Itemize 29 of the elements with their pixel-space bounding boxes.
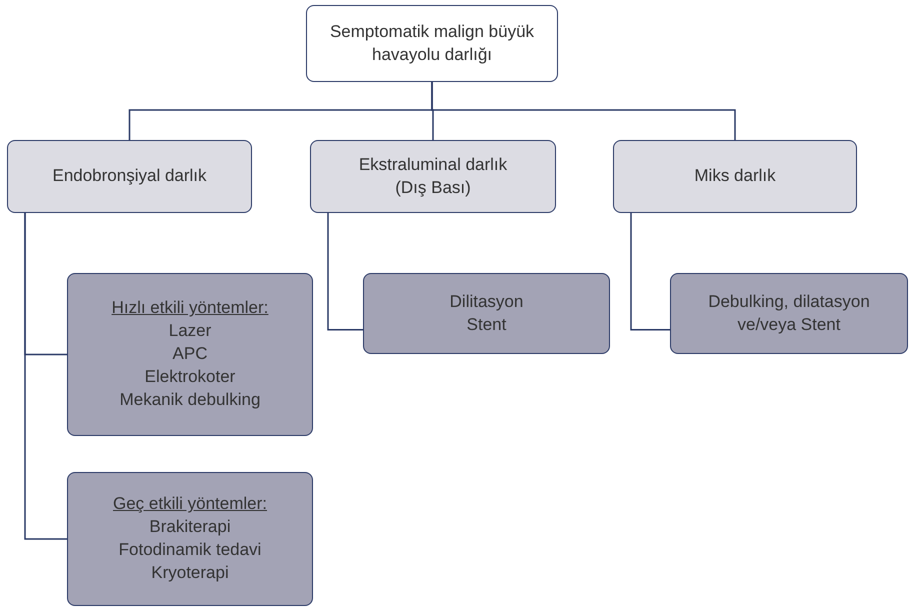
method-box [363, 273, 610, 354]
method-box [670, 273, 908, 354]
box-text: Debulking, dilatasyon ve/veya Stent [707, 290, 871, 336]
category-box [613, 140, 857, 213]
method-box [67, 472, 313, 606]
box-text: Miks darlık [694, 165, 776, 188]
box-text: Elektrokoter [144, 366, 236, 388]
list-heading: Hızlı etkili yöntemler: [112, 297, 268, 320]
box-text: Kryoterapi [151, 562, 229, 584]
connector-line [24, 213, 67, 540]
box-text: Semptomatik malign büyük havayolu darlığı [328, 20, 536, 66]
category-box [7, 140, 252, 213]
connector-line [431, 82, 736, 140]
connector-line [630, 213, 670, 330]
box-text: Brakiterapi [149, 516, 231, 538]
box-text: Fotodinamik tedavi [118, 539, 262, 561]
connector-line [327, 213, 363, 330]
box-text: Endobronşiyal darlık [52, 165, 207, 188]
box-text: Stent [466, 314, 506, 336]
box-text: Dilitasyon [450, 290, 524, 313]
root-box [306, 5, 558, 82]
box-text: Mekanik debulking [120, 388, 260, 411]
box-text: (Dış Bası) [395, 176, 471, 199]
category-box [310, 140, 556, 213]
list-heading: Geç etkili yöntemler: [113, 493, 267, 516]
method-box [67, 273, 313, 436]
box-text: APC [172, 343, 208, 366]
box-text: Ekstraluminal darlık [358, 154, 508, 176]
box-text: Lazer [168, 320, 212, 342]
